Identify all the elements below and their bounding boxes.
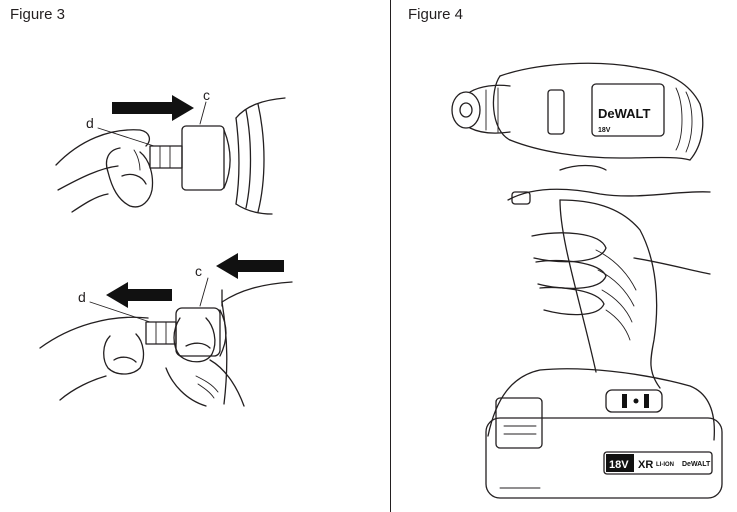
arrow-left-icon-2 xyxy=(106,282,172,308)
figure-4-label: Figure 4 xyxy=(408,6,464,23)
callout-c-bottom: c xyxy=(195,263,202,279)
figure-3-label: Figure 3 xyxy=(10,6,66,23)
figure-3-top-illustration: c d xyxy=(55,87,286,215)
callout-d-top: d xyxy=(86,115,94,131)
battery-voltage-label: 18V xyxy=(609,459,629,471)
callout-c-top: c xyxy=(203,87,210,103)
body-voltage-label: 18V xyxy=(598,127,611,134)
arrow-right-icon xyxy=(112,95,194,121)
figure-divider xyxy=(390,0,391,512)
battery-series-label: XR xyxy=(638,459,653,471)
figure-3-bottom-illustration: c d xyxy=(39,253,293,407)
callout-d-bottom: d xyxy=(78,289,86,305)
arrow-left-icon xyxy=(216,253,284,279)
battery-dewalt-logo: DeWALT xyxy=(682,461,711,468)
impact-driver-illustration: DeWALT 18V 18V XR LI-ION DeWAL xyxy=(451,62,723,499)
battery-chemistry-label: LI-ION xyxy=(656,462,674,468)
dewalt-logo: DeWALT xyxy=(598,106,651,121)
